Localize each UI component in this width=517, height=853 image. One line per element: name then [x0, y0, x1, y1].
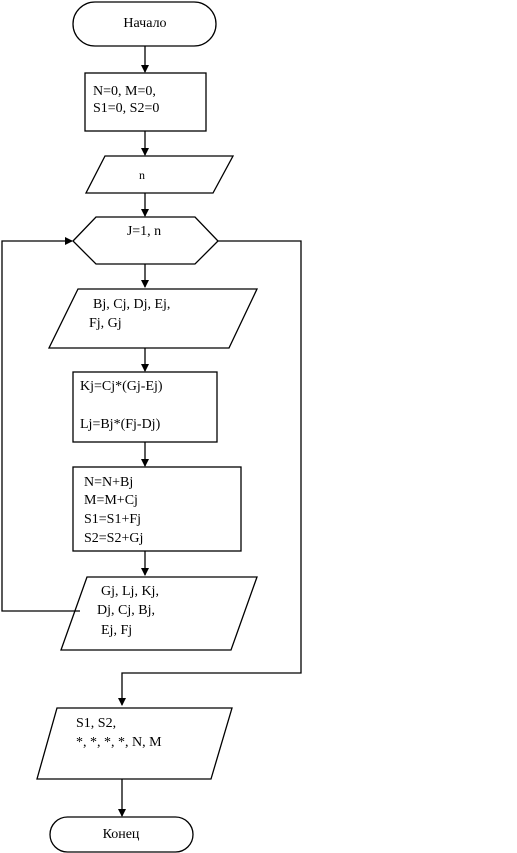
loop-hexagon: J=1, n [72, 216, 219, 265]
start-label: Начало [123, 16, 166, 31]
accum-line-1: N=N+Bj [84, 475, 133, 490]
accum-process: N=N+Bj M=M+Cj S1=S1+Fj S2=S2+Gj [72, 466, 242, 552]
input-n: n [84, 155, 235, 194]
accum-line-4: S2=S2+Gj [84, 531, 143, 546]
calc-line-3: Lj=Bj*(Fj-Dj) [80, 417, 161, 432]
init-line-1: N=0, M=0, [93, 84, 156, 99]
input-values-line-2: Fj, Gj [89, 316, 122, 331]
init-process: N=0, M=0, S1=0, S2=0 [84, 72, 207, 132]
accum-line-3: S1=S1+Fj [84, 512, 141, 527]
output-loop: Gj, Lj, Kj, Dj, Cj, Bj, Ej, Fj [60, 576, 258, 651]
output-final-line-1: S1, S2, [76, 716, 116, 731]
input-n-label: n [139, 168, 145, 182]
end-terminator: Конец [49, 816, 194, 853]
output-loop-line-1: Gj, Lj, Kj, [101, 584, 159, 599]
output-final: S1, S2, *, *, *, *, N, M [36, 707, 233, 780]
init-line-2: S1=0, S2=0 [93, 101, 159, 116]
calc-process: Kj=Cj*(Gj-Ej) Lj=Bj*(Fj-Dj) [72, 371, 218, 443]
start-terminator: Начало [72, 1, 217, 47]
output-loop-line-2: Dj, Cj, Bj, [97, 603, 155, 618]
output-final-line-2: *, *, *, *, N, M [76, 735, 162, 750]
input-values: Bj, Cj, Dj, Ej, Fj, Gj [47, 288, 259, 349]
loop-label: J=1, n [127, 224, 161, 239]
connector-loop-back [1, 237, 80, 612]
input-values-line-1: Bj, Cj, Dj, Ej, [93, 297, 170, 312]
end-label: Конец [103, 827, 140, 842]
calc-line-1: Kj=Cj*(Gj-Ej) [80, 379, 163, 394]
output-loop-line-3: Ej, Fj [101, 623, 132, 638]
accum-line-2: M=M+Cj [84, 493, 138, 508]
connector-loop-exit [118, 240, 302, 706]
